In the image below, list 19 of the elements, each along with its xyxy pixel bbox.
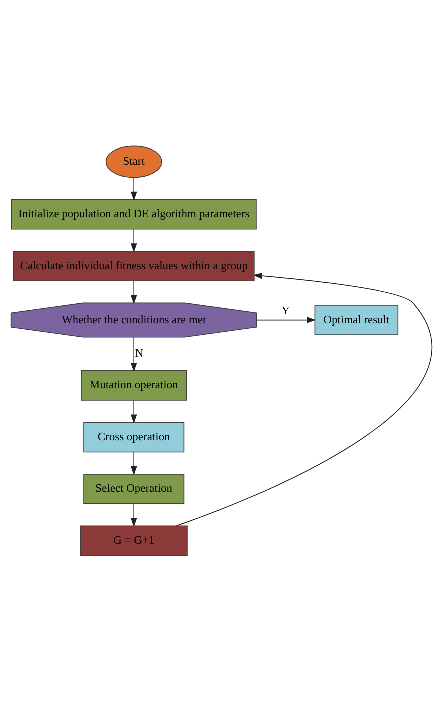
edge-label: Y	[282, 306, 290, 318]
node-box: Select Operation	[84, 474, 185, 504]
node-box: G = G+1	[80, 526, 188, 556]
arrow	[130, 229, 138, 253]
arrow	[130, 337, 138, 372]
node-box: Initialize population and DE algorithm parameters	[11, 199, 257, 230]
node-box: Mutation operation	[81, 370, 188, 401]
node-box: Optimal result	[314, 305, 399, 336]
node-box: Calculate individual fitness values within a group	[13, 251, 255, 282]
arrow	[176, 272, 432, 526]
arrow	[130, 177, 138, 201]
arrow	[130, 452, 138, 476]
arrow	[256, 317, 316, 324]
arrow	[130, 280, 138, 304]
arrow	[130, 400, 138, 424]
arrow	[130, 504, 138, 528]
edge-label: N	[135, 348, 144, 360]
node-box: Cross operation	[84, 422, 185, 453]
node-ellipse: Start	[106, 146, 162, 178]
